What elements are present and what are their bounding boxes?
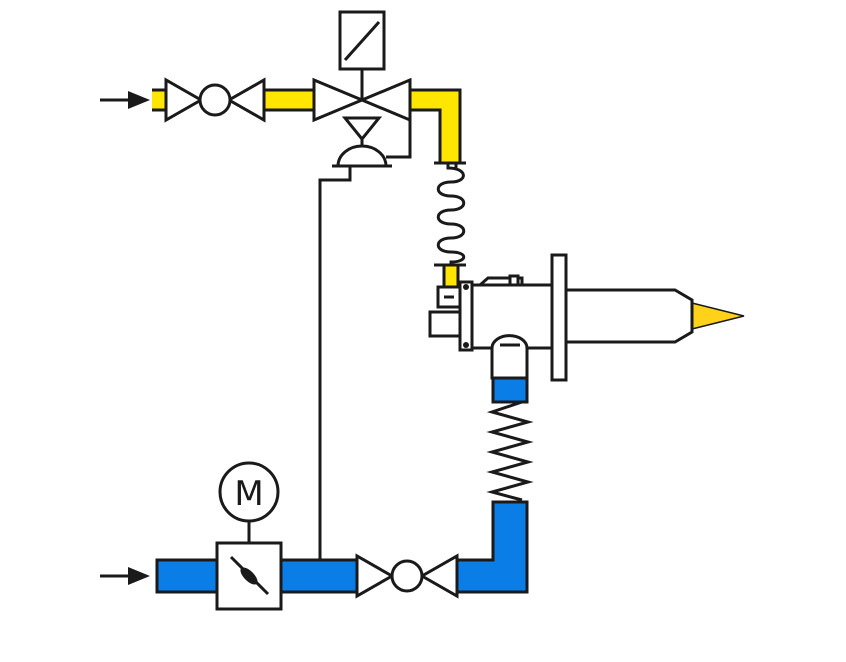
gas-pipe-elbow (410, 90, 460, 163)
air-pipe-elbow (457, 502, 527, 592)
motor-icon: M (218, 461, 280, 543)
gas-inlet-arrow-icon (100, 91, 150, 109)
air-flex-hose (486, 400, 534, 502)
gas-pipe-mid (264, 90, 314, 110)
gas-flex-hose (436, 163, 466, 265)
air-damper-icon (215, 541, 283, 611)
burner-icon (428, 253, 745, 382)
flame-icon (691, 302, 745, 330)
gas-pipe-inlet (152, 90, 166, 110)
air-pipe-upper (493, 378, 527, 402)
air-inlet-arrow-icon (100, 567, 150, 585)
air-shutoff-valve-icon (355, 553, 459, 599)
air-line: M (100, 376, 534, 611)
gas-pipe-lower (444, 265, 458, 287)
gas-shutoff-valve-icon (164, 77, 266, 123)
air-pipe-mid (281, 560, 357, 592)
motor-label: M (234, 474, 263, 514)
solenoid-valve-icon (312, 10, 412, 168)
air-pipe-inlet (157, 560, 217, 592)
gas-line (100, 10, 466, 287)
impulse-line (318, 166, 352, 560)
